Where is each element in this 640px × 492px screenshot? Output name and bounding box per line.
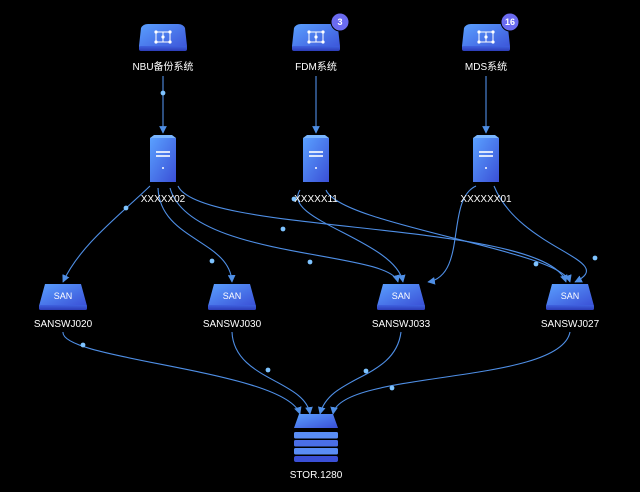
node-x11[interactable]: XXXXX11 <box>294 135 338 205</box>
edge-flow-dot <box>389 385 395 391</box>
switch-base <box>546 305 594 310</box>
node-label: XXXXX11 <box>294 194 338 205</box>
server-led <box>315 167 317 169</box>
switch-base <box>39 305 87 310</box>
system-base <box>139 46 187 51</box>
san-switch-icon <box>377 284 425 306</box>
badge-count: 3 <box>337 17 342 27</box>
san-switch-icon <box>208 284 256 306</box>
node-s020[interactable]: SAN SANSWJ020 <box>34 284 93 330</box>
node-s033[interactable]: SAN SANSWJ033 <box>372 284 431 330</box>
server-led <box>485 167 487 169</box>
alert-count-badge[interactable]: 16 <box>500 12 520 32</box>
node-label: SANSWJ033 <box>372 319 431 330</box>
edge-flow-dot <box>363 368 369 374</box>
edge-x02-s027 <box>177 185 568 283</box>
storage-disk <box>294 432 338 439</box>
edges-layer <box>62 76 598 415</box>
edge-x11-s033 <box>297 189 406 283</box>
san-switch-icon <box>39 284 87 306</box>
storage-array-icon <box>294 414 338 428</box>
storage-disk <box>294 448 338 455</box>
edge-flow-dot <box>265 367 271 373</box>
edge-flow-dot <box>280 226 286 232</box>
node-label: FDM系统 <box>295 60 337 73</box>
edge-flow-dot <box>123 205 129 211</box>
server-led <box>162 167 164 169</box>
topology-glyph <box>307 30 325 44</box>
system-base <box>462 46 510 51</box>
node-stor[interactable]: STOR.1280 <box>290 414 343 481</box>
edge-s030-stor <box>231 331 313 415</box>
storage-base <box>294 456 338 462</box>
storage-disk <box>294 440 338 447</box>
san-switch-text: SAN <box>392 291 411 301</box>
edge-flow-dot <box>533 261 539 267</box>
node-label: XXXXX02 <box>141 194 186 205</box>
node-label: SANSWJ030 <box>203 319 262 330</box>
edge-s027-stor <box>330 331 571 415</box>
san-switch-text: SAN <box>223 291 242 301</box>
san-switch-text: SAN <box>54 291 73 301</box>
san-switch-text: SAN <box>561 291 580 301</box>
edge-flow-dot <box>291 196 297 202</box>
system-base <box>292 46 340 51</box>
node-label: SANSWJ027 <box>541 319 600 330</box>
edge-x02-s030 <box>157 187 236 283</box>
switch-base <box>208 305 256 310</box>
edge-s020-stor <box>62 331 302 415</box>
node-label: STOR.1280 <box>290 470 343 481</box>
node-label: MDS系统 <box>465 60 507 73</box>
node-s030[interactable]: SAN SANSWJ030 <box>203 284 262 330</box>
edge-flow-dot <box>80 342 86 348</box>
alert-count-badge[interactable]: 3 <box>330 12 350 32</box>
node-x01[interactable]: XXXXXX01 <box>460 135 512 205</box>
edge-s033-stor <box>318 331 402 415</box>
topology-glyph <box>154 30 172 44</box>
node-label: SANSWJ020 <box>34 319 93 330</box>
node-s027[interactable]: SAN SANSWJ027 <box>541 284 600 330</box>
edge-flow-dot <box>307 259 313 265</box>
edge-x01-s033 <box>427 185 477 285</box>
server-icon <box>150 138 176 182</box>
edge-x02-s033 <box>169 187 401 283</box>
san-switch-icon <box>546 284 594 306</box>
edge-flow-dot <box>160 90 166 96</box>
node-label: NBU备份系统 <box>132 60 193 73</box>
edge-x11-s027 <box>325 189 572 283</box>
switch-base <box>377 305 425 310</box>
node-nbu[interactable]: NBU备份系统 <box>132 24 194 73</box>
server-icon <box>303 138 329 182</box>
edge-flow-dot <box>209 258 215 264</box>
badge-count: 16 <box>505 17 515 27</box>
edge-x02-s020 <box>62 185 151 283</box>
server-icon <box>473 138 499 182</box>
node-label: XXXXXX01 <box>460 194 512 205</box>
edge-flow-dot <box>592 255 598 261</box>
topology-glyph <box>477 30 495 44</box>
node-x02[interactable]: XXXXX02 <box>141 135 186 205</box>
edge-x01-s027 <box>493 185 587 283</box>
